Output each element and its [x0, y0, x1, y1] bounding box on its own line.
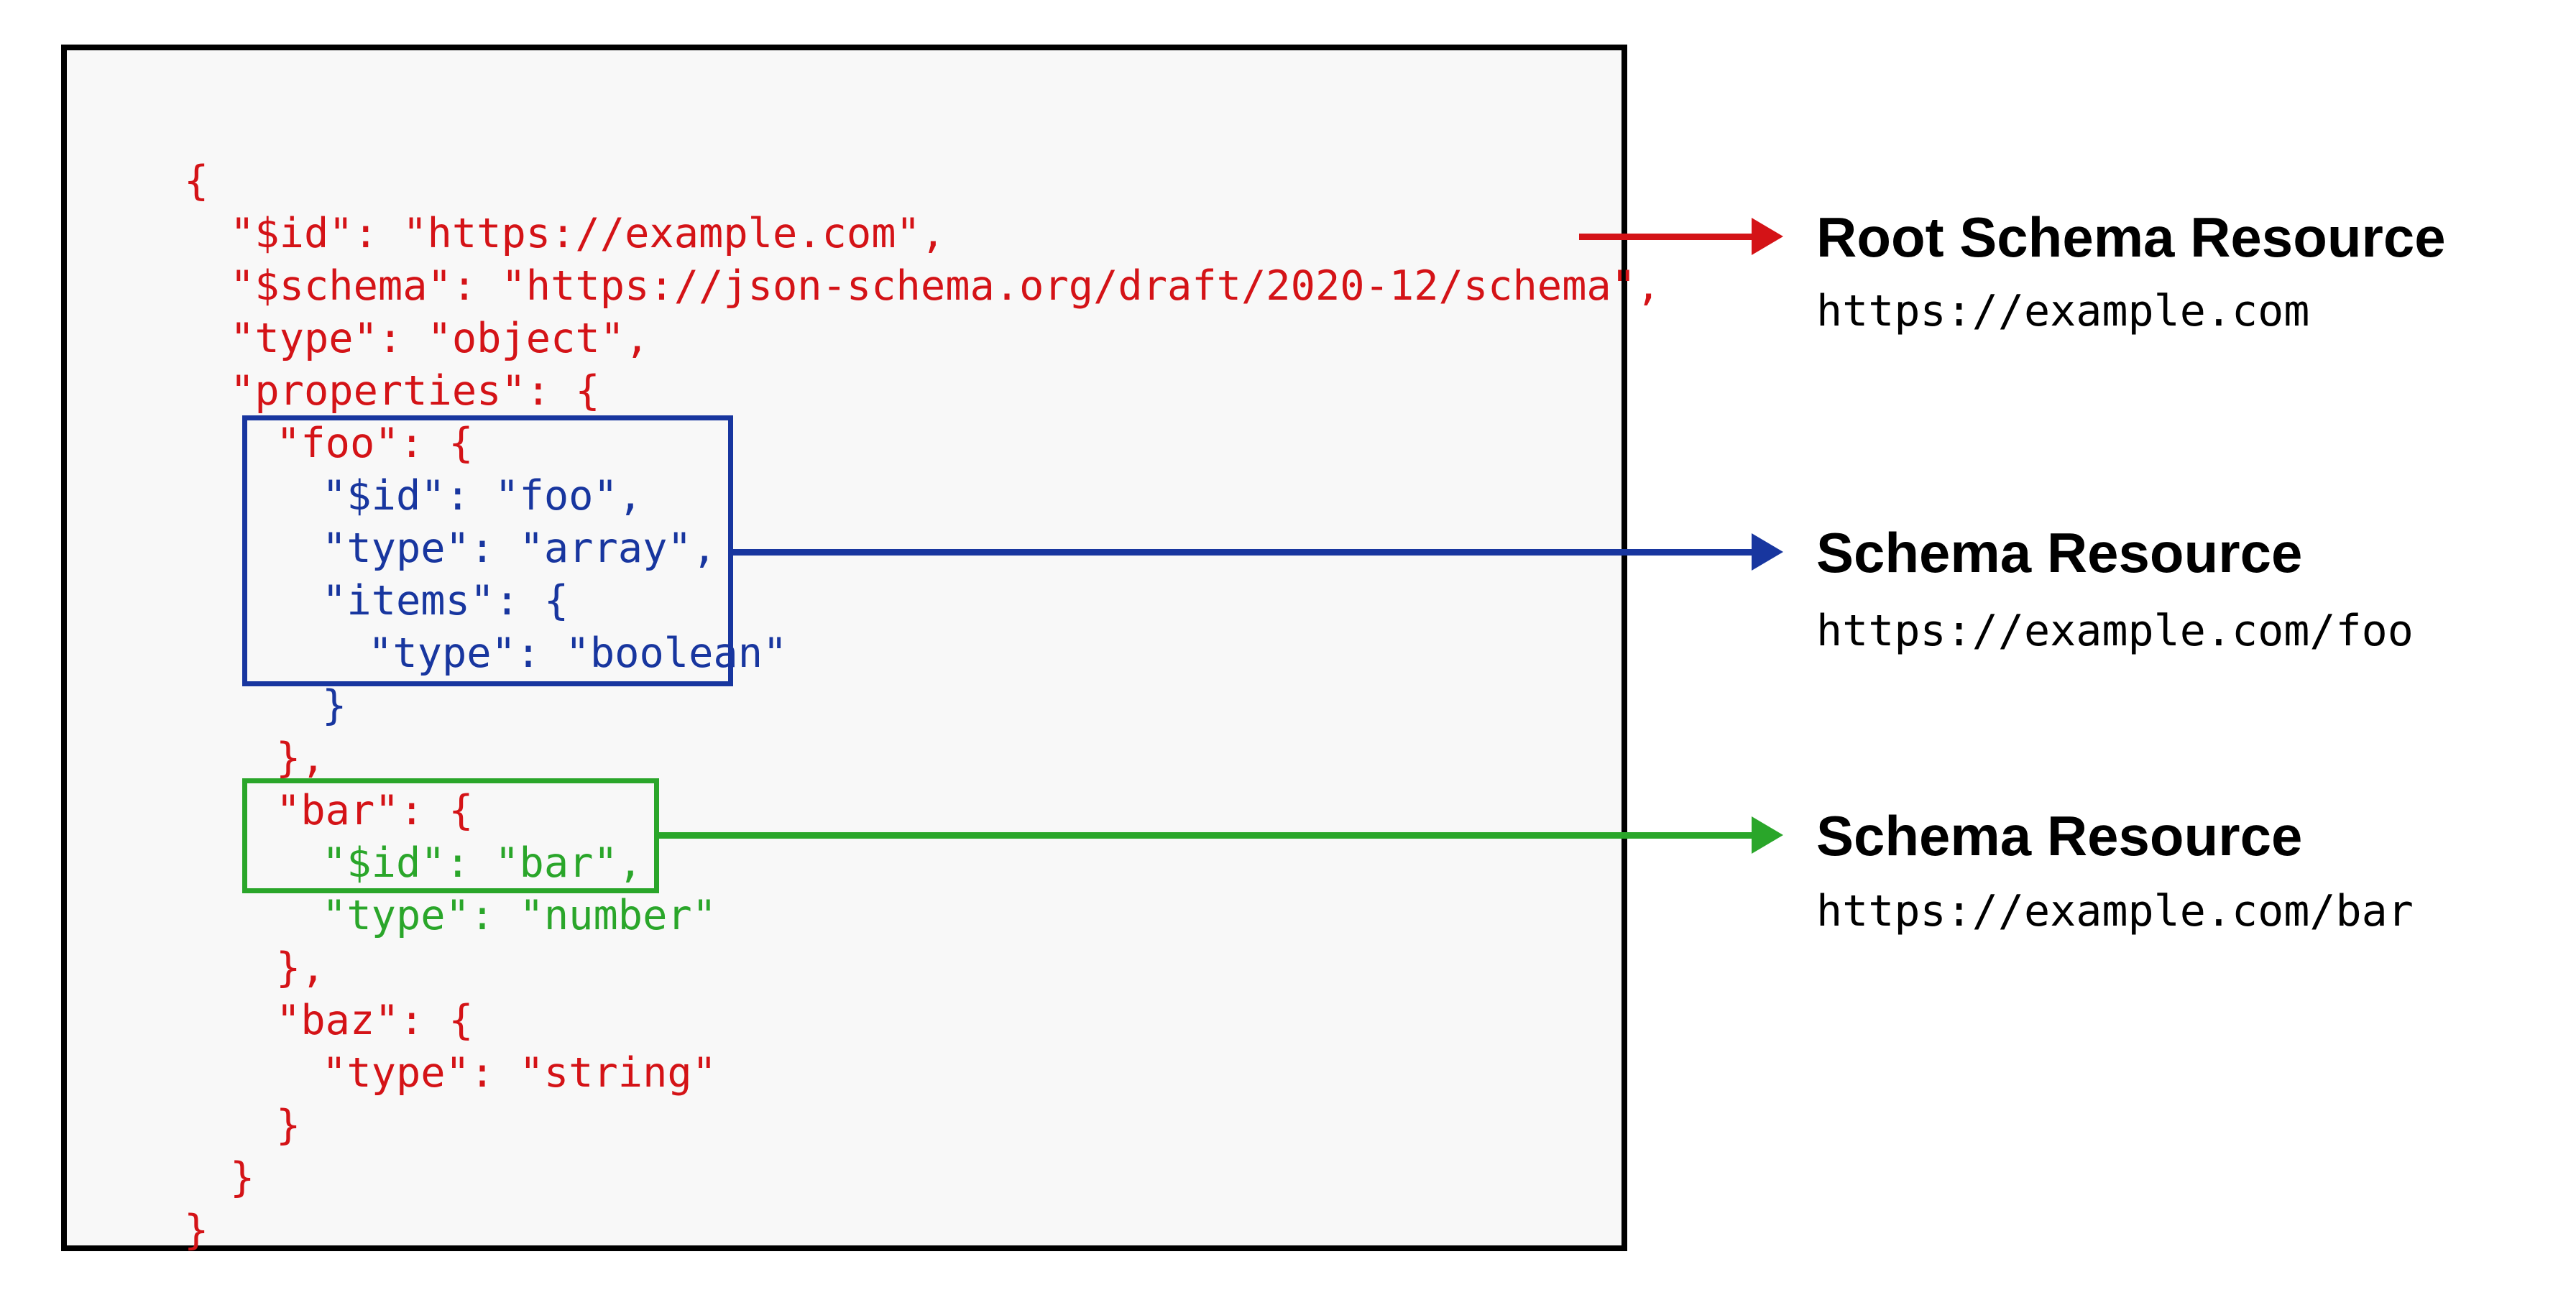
code-line: "foo": { [276, 420, 474, 467]
arrow-shaft [1579, 234, 1754, 240]
arrow-shaft [659, 832, 1754, 839]
code-line: "type": "boolean" [368, 630, 788, 677]
code-line: "baz": { [276, 997, 474, 1044]
code-line: } [184, 1207, 209, 1254]
arrowhead-icon [1752, 218, 1783, 255]
annotation-url: https://example.com/bar [1816, 886, 2414, 936]
foo-schema-resource-box [242, 415, 733, 686]
code-line: } [276, 1102, 301, 1149]
code-line: }, [276, 734, 326, 782]
annotation-url: https://example.com [1816, 286, 2310, 336]
code-line: } [322, 682, 347, 729]
code-line: "type": "number" [322, 892, 717, 939]
code-panel: { "$id": "https://example.com", "$schema":… [61, 45, 1660, 1254]
code-line: "$schema": "https://json-schema.org/draf… [230, 262, 1661, 310]
code-line: }, [276, 944, 326, 992]
arrow-shaft [733, 549, 1754, 556]
annotation-title: Schema Resource [1816, 804, 2303, 867]
json-schema-code: { "$id": "https://example.com", "$schema":… [184, 155, 1660, 1257]
code-line: "$id": "foo", [322, 472, 643, 520]
code-line: "properties": { [230, 367, 600, 415]
annotation-root-schema-resource: Root Schema Resource https://example.com [1816, 208, 2446, 336]
code-line: "$id": "https://example.com", [230, 210, 946, 257]
code-line: "type": "array", [322, 525, 717, 572]
annotation-url: https://example.com/foo [1816, 606, 2414, 656]
annotation-bar-schema-resource: Schema Resource https://example.com/bar [1816, 807, 2414, 936]
arrowhead-icon [1752, 533, 1783, 571]
code-line: "$id": "bar", [322, 839, 643, 887]
code-line: } [230, 1154, 255, 1202]
bar-schema-resource-box [242, 778, 659, 893]
code-line: "items": { [322, 577, 569, 625]
code-line: "bar": { [276, 787, 474, 834]
annotation-title: Schema Resource [1816, 521, 2303, 584]
code-line: { [184, 157, 209, 205]
code-line: "type": "object", [230, 315, 650, 362]
code-line: "type": "string" [322, 1049, 717, 1097]
annotation-title: Root Schema Resource [1816, 206, 2446, 269]
arrowhead-icon [1752, 816, 1783, 854]
annotation-foo-schema-resource: Schema Resource https://example.com/foo [1816, 524, 2414, 656]
